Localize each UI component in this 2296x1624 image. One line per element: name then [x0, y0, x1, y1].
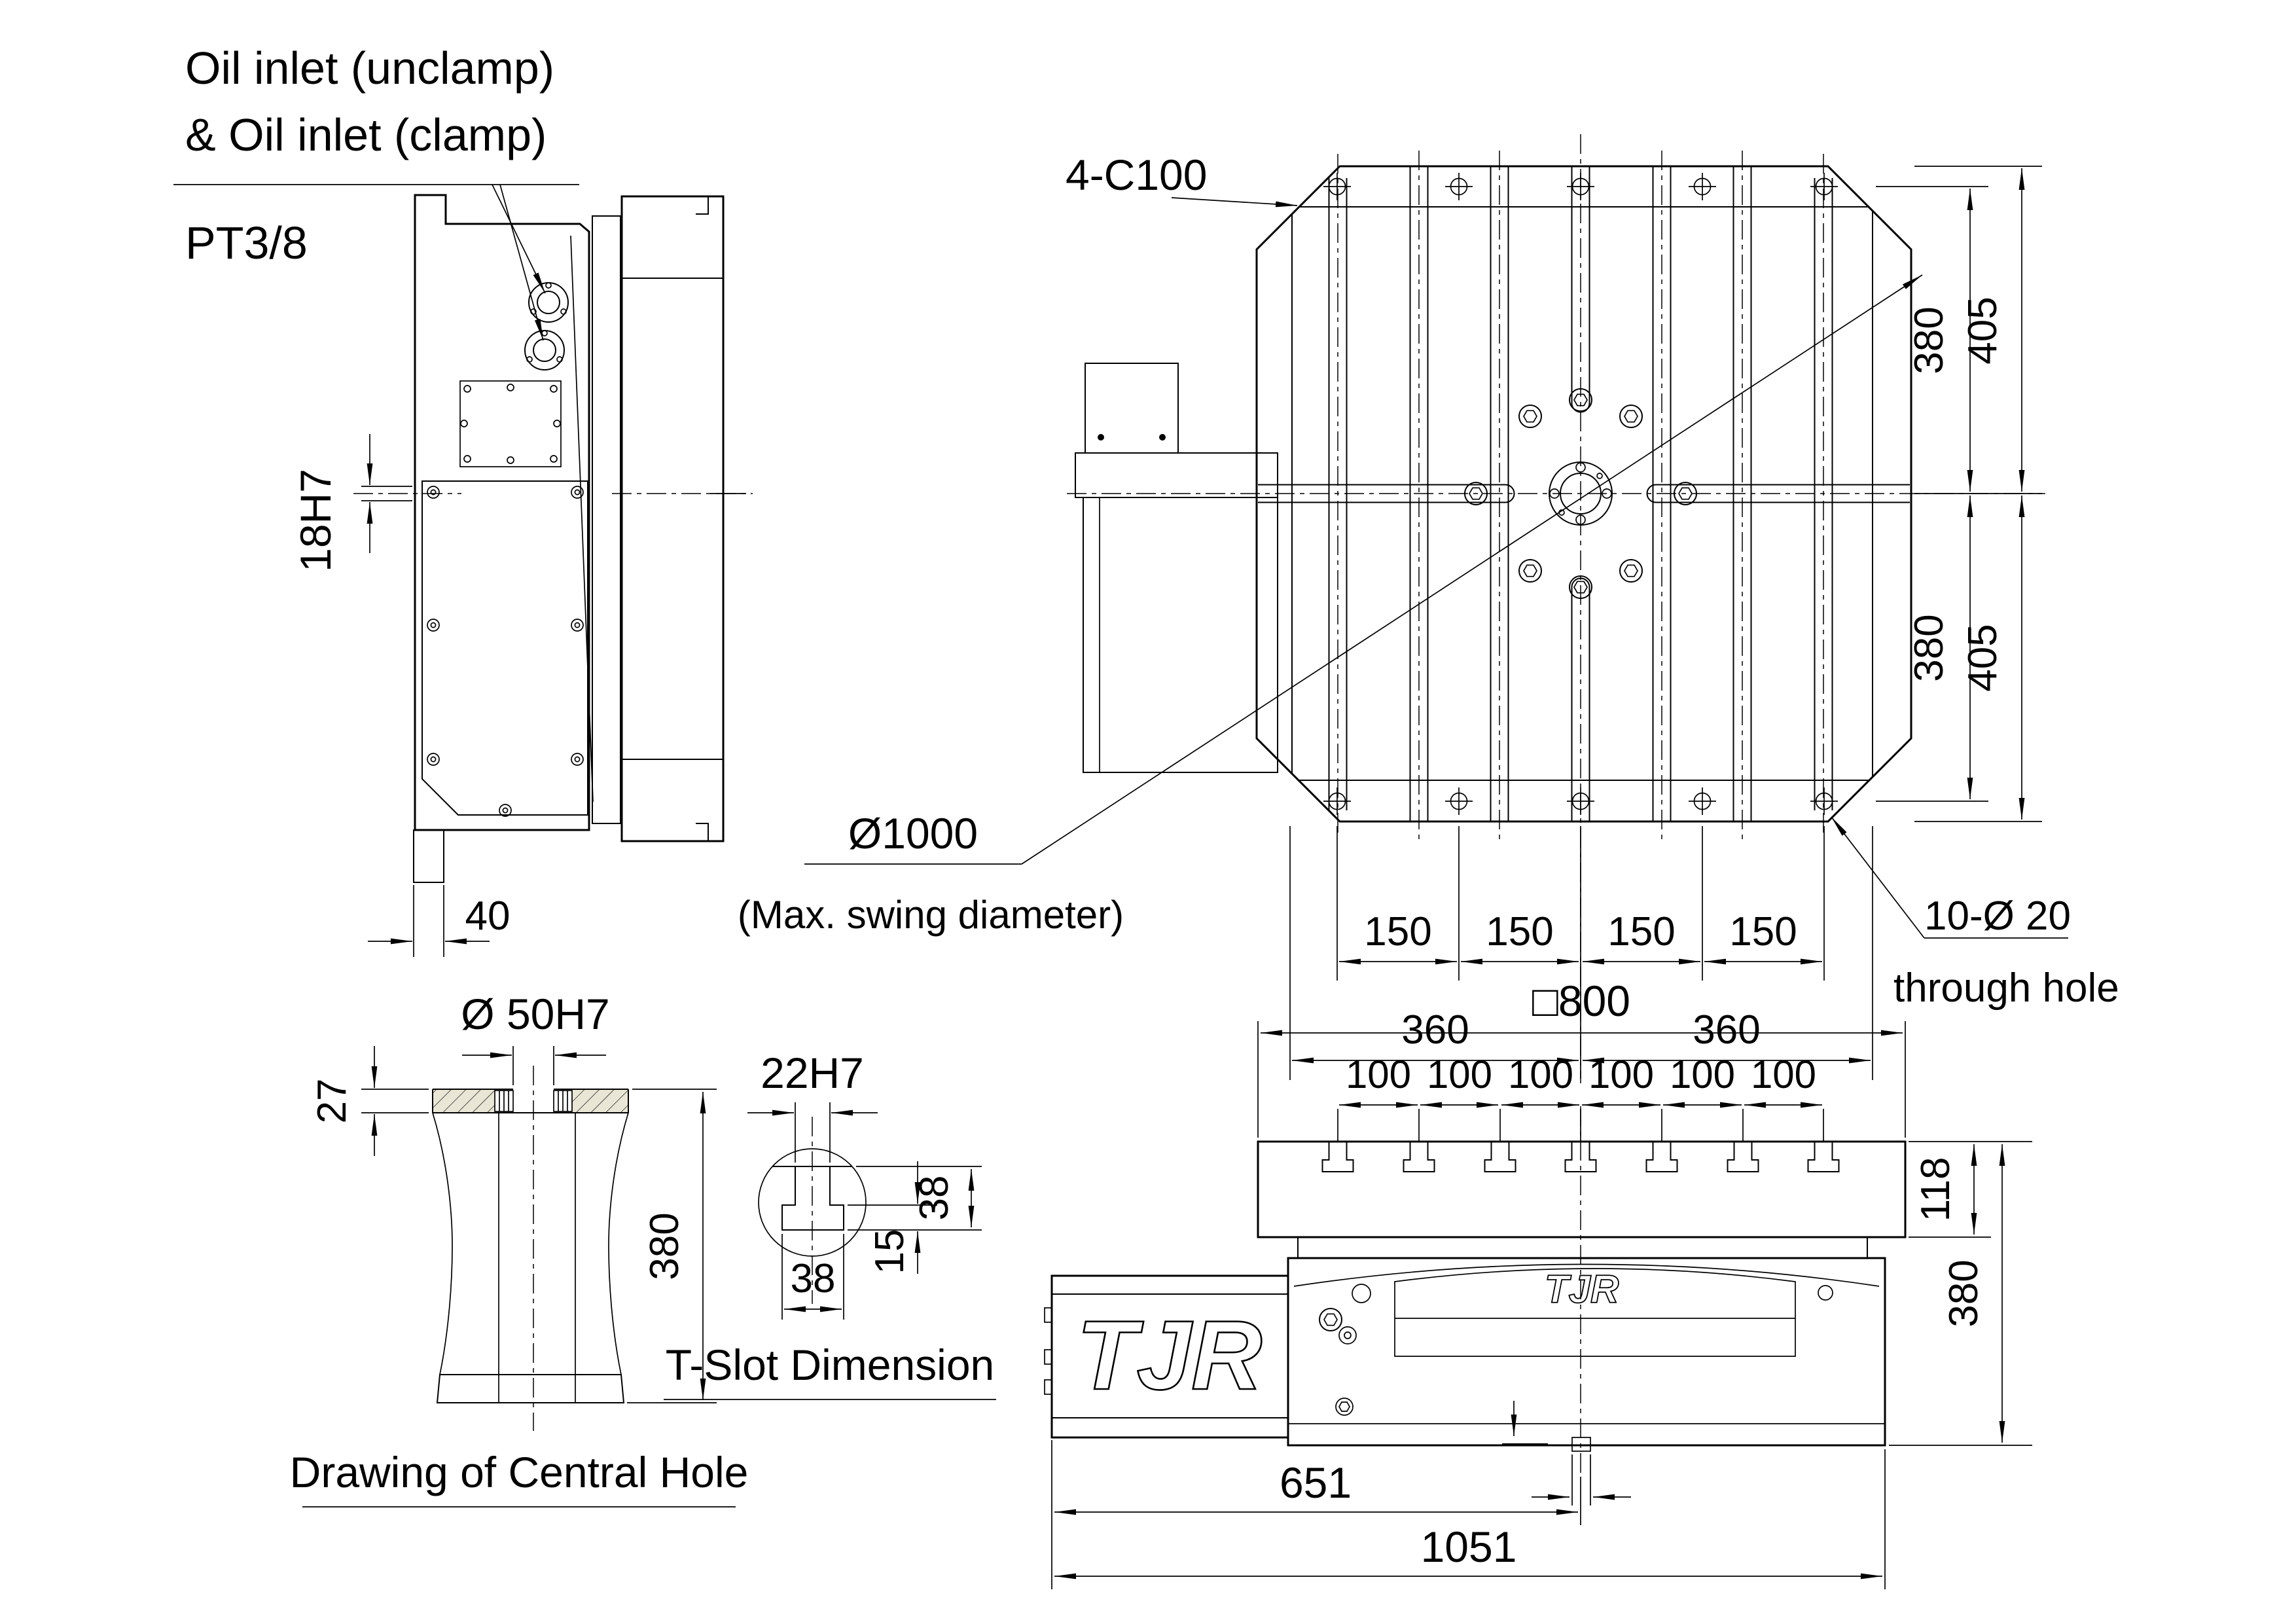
dim-100-4: 100: [1588, 1053, 1654, 1096]
side-view: Oil inlet (unclamp) & Oil inlet (clamp) …: [173, 43, 753, 957]
side-table-column: [620, 195, 725, 842]
dim-27: 27: [310, 1079, 355, 1124]
dim-38-depth: 38: [912, 1176, 957, 1221]
dim-40: 40: [465, 893, 511, 939]
dim-100-3: 100: [1508, 1053, 1573, 1096]
plate-hatch-right: [572, 1089, 628, 1113]
dim-22h7-extensions: [795, 1102, 831, 1163]
tslot-detail-view: 22H7 38 15 38 T-Slot Dimension: [664, 1049, 996, 1400]
bore-extensions: [512, 1046, 554, 1085]
tjr-logo-small: TJR: [1545, 1267, 1619, 1311]
oil-inlet-label-line1: Oil inlet (unclamp): [185, 43, 554, 94]
side-table-notch-top: [696, 196, 709, 215]
dim-150-4: 150: [1729, 909, 1797, 954]
plate-hatch-left: [433, 1089, 495, 1113]
dim-380-central: 380: [642, 1212, 687, 1280]
wall-right: [575, 1112, 630, 1375]
dim-800: □800: [1532, 977, 1630, 1025]
dim-40-extensions: [413, 885, 444, 957]
chamfer-leader: [1171, 197, 1298, 208]
slot-width-label: 22H7: [761, 1049, 864, 1097]
right-dim-extensions: [1876, 166, 2042, 822]
swing-diameter-line: [1021, 274, 1923, 865]
table-plate: [1255, 165, 1912, 823]
central-flange: [1549, 461, 1613, 526]
bore-label: Ø 50H7: [461, 990, 609, 1038]
side-body-slant-line: [570, 235, 594, 803]
side-inner-plate: [459, 380, 562, 467]
dim-150-1: 150: [1364, 909, 1431, 954]
bottom-dim-extensions: [1289, 826, 1873, 1080]
key-extensions: [1571, 1454, 1591, 1506]
dim-38w-extensions: [781, 1234, 844, 1320]
tslot-title: T-Slot Dimension: [666, 1341, 995, 1389]
dim-380-front: 380: [1941, 1259, 1986, 1327]
bushing-right: [553, 1090, 573, 1112]
side-table-notch-bottom: [696, 823, 709, 841]
central-hole-view: Ø 50H7 27 380 Drawing of Central Hole: [290, 990, 749, 1507]
dim-15: 15: [867, 1229, 912, 1274]
dim-150-2: 150: [1486, 909, 1553, 954]
tslot-profile: [781, 1166, 844, 1231]
plate-outline: [432, 1089, 629, 1113]
front-tslots: [1321, 1141, 1840, 1172]
oil-leader-2: [499, 184, 544, 341]
dim-100-1: 100: [1346, 1053, 1411, 1096]
swing-diameter-label: Ø1000: [848, 809, 978, 857]
dim-651: 651: [1280, 1458, 1352, 1507]
dim-100-5: 100: [1670, 1053, 1735, 1096]
through-hole-label: 10-Ø 20: [1924, 893, 2071, 939]
chamfer-label: 4-C100: [1066, 151, 1207, 199]
dim-800-extensions: [1257, 1021, 1906, 1138]
dim-38d-extensions: [848, 1166, 982, 1231]
front-view: TJR TJR □800: [1044, 977, 2032, 1589]
side-panel: [422, 480, 588, 816]
dim-38-width: 38: [791, 1256, 836, 1301]
dim-27-extensions: [361, 1089, 429, 1113]
oil-inlet-label-line2: & Oil inlet (clamp): [185, 109, 547, 160]
swing-note: (Max. swing diameter): [738, 893, 1124, 937]
dim-18h7: 18H7: [291, 469, 340, 572]
dim-100-2: 100: [1427, 1053, 1492, 1096]
front-body-arc: [1293, 1263, 1880, 1287]
dim-380-bottom: 380: [1907, 614, 1952, 681]
through-hole-note: through hole: [1893, 965, 2119, 1011]
motor-housing: [1083, 497, 1278, 773]
dim-100-6: 100: [1751, 1053, 1816, 1096]
front-bottom-extensions: [1051, 1440, 1886, 1589]
central-hole-title: Drawing of Central Hole: [290, 1448, 749, 1496]
dim-1051: 1051: [1421, 1523, 1517, 1571]
dim-380-top: 380: [1907, 306, 1952, 374]
bushing-left: [494, 1090, 514, 1112]
front-body-panel: [1394, 1268, 1796, 1357]
side-foot: [413, 829, 444, 883]
top-view: Ø1000 (Max. swing diameter) 4-C100 10-Ø …: [738, 134, 2119, 1083]
front-bottom-key: [1571, 1437, 1591, 1452]
oil-leader-1: [492, 184, 546, 294]
dim-360-1: 360: [1401, 1007, 1469, 1053]
dim-118: 118: [1913, 1157, 1958, 1222]
dim-18h7-extensions: [361, 486, 412, 501]
through-hole-leader: [1831, 816, 1925, 939]
dim-405-bottom: 405: [1960, 624, 2005, 691]
port-label: PT3/8: [185, 217, 308, 268]
tjr-logo-large: TJR: [1077, 1300, 1262, 1410]
dim-405-top: 405: [1960, 297, 2005, 364]
side-adapter: [592, 215, 621, 824]
dim-380c-extensions: [627, 1089, 717, 1403]
front-right-extensions: [1889, 1141, 2032, 1446]
bottom-band: [436, 1374, 625, 1403]
wall-left: [431, 1112, 499, 1375]
dim-150-3: 150: [1607, 909, 1675, 954]
dim-360-2: 360: [1693, 1007, 1760, 1053]
table-band-lines: [1291, 206, 1873, 781]
